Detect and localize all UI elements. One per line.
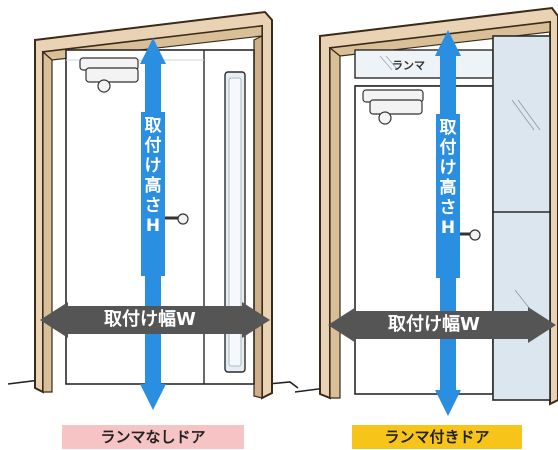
width-arrow xyxy=(40,302,270,338)
left-door xyxy=(7,10,299,410)
height-arrow xyxy=(140,38,166,410)
height-label-right: 取付け高さH xyxy=(439,118,457,238)
caption-no-transom: ランマなしドア xyxy=(62,425,244,449)
door-closer-body xyxy=(85,67,139,83)
door-closer-body-right xyxy=(369,99,423,115)
height-label-left: 取付け高さH xyxy=(144,116,162,236)
width-arrow-right xyxy=(328,307,556,343)
right-door xyxy=(294,6,558,416)
transom-window xyxy=(354,49,494,79)
caption-with-transom: ランマ付きドア xyxy=(352,425,522,449)
transom-label: ランマ xyxy=(392,59,425,72)
width-label-left: 取付け幅W xyxy=(104,309,196,330)
width-label-right: 取付け幅W xyxy=(388,314,480,335)
